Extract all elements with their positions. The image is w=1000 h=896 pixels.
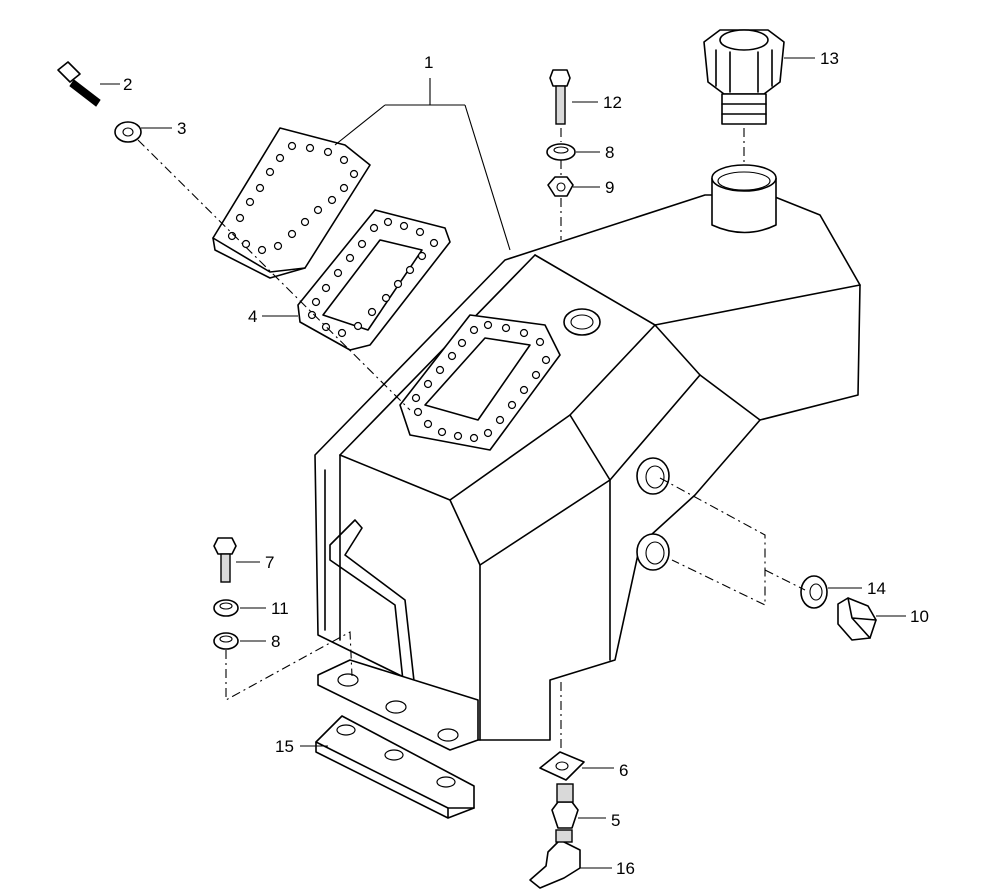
callout-2: 2 <box>123 75 132 94</box>
gasket <box>297 209 451 351</box>
callout-4: 4 <box>248 307 257 326</box>
nut-9 <box>547 176 574 197</box>
leader-lines <box>100 57 906 869</box>
fuel-tank <box>314 164 861 751</box>
callout-15: 15 <box>275 737 294 756</box>
bolt-7 <box>213 537 237 583</box>
callout-3: 3 <box>177 119 186 138</box>
callout-13: 13 <box>820 49 839 68</box>
callout-10: 10 <box>910 607 929 626</box>
side-port-lower <box>636 533 670 571</box>
washer-8-top <box>546 143 576 161</box>
washer-8-left <box>213 632 239 650</box>
top-boss <box>563 308 601 336</box>
filler-cap-13 <box>703 29 785 125</box>
callout-16: 16 <box>616 859 635 878</box>
bracket-15 <box>315 715 475 819</box>
washer-3 <box>114 121 142 143</box>
washer-14 <box>800 575 828 609</box>
callout-8-left: 8 <box>271 632 280 651</box>
bolt-12 <box>549 69 571 125</box>
callout-5: 5 <box>611 811 620 830</box>
plug-10 <box>837 597 877 641</box>
side-port-upper <box>636 457 670 495</box>
square-nut-6 <box>539 751 585 781</box>
callout-12: 12 <box>603 93 622 112</box>
assembly-lines <box>137 128 806 750</box>
filler-neck <box>711 164 777 234</box>
fitting-5 <box>551 783 579 829</box>
tank-flange <box>399 314 561 451</box>
callout-8-top: 8 <box>605 143 614 162</box>
bolt-2 <box>57 61 101 107</box>
callout-1: 1 <box>424 53 433 72</box>
callout-14: 14 <box>867 579 886 598</box>
elbow-16 <box>529 829 581 889</box>
callout-9: 9 <box>605 178 614 197</box>
lock-washer-11 <box>213 599 239 617</box>
mounting-foot <box>317 659 479 751</box>
callout-6: 6 <box>619 761 628 780</box>
cover-plate <box>212 127 371 279</box>
callout-7: 7 <box>265 553 274 572</box>
callout-11: 11 <box>271 599 289 618</box>
